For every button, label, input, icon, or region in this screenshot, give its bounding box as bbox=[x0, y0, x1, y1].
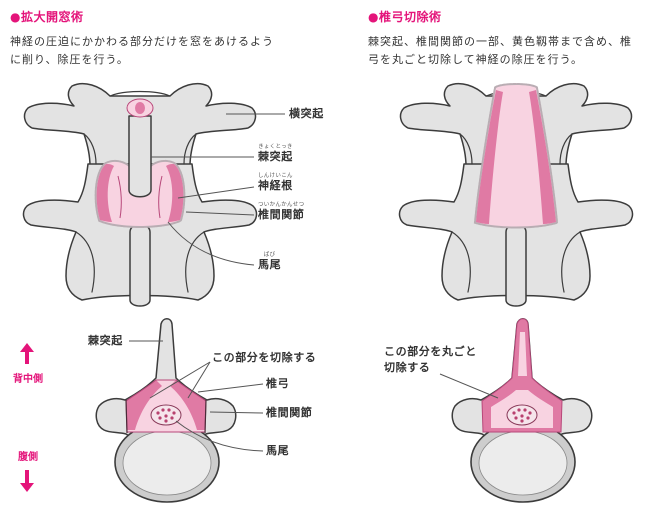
text-cauda-equina: 馬尾 bbox=[258, 258, 281, 271]
label-dorsal-side: 背中側 bbox=[8, 374, 48, 386]
right-title: ●椎弓切除術 bbox=[368, 10, 441, 24]
label-axial-facet-joint: 椎間関節 bbox=[266, 406, 312, 419]
label-facet-joint: ついかんかんせつ 椎間関節 bbox=[258, 202, 304, 221]
right-description-line-2: 弓を丸ごと切除して神経の除圧を行う。 bbox=[368, 53, 583, 67]
cauda-equina-right bbox=[507, 405, 537, 425]
label-whole-resection-line-1: この部分を丸ごと bbox=[384, 345, 477, 358]
left-description-line-2: に削り、除圧を行う。 bbox=[10, 53, 129, 67]
text-spinous-process: 棘突起 bbox=[258, 150, 293, 163]
label-cauda-equina: ばび 馬尾 bbox=[258, 252, 281, 271]
label-lamina: 椎弓 bbox=[266, 377, 289, 390]
text-facet-joint: 椎間関節 bbox=[258, 208, 304, 221]
upper-spinous-process bbox=[129, 116, 151, 197]
left-title: ●拡大開窓術 bbox=[10, 10, 83, 24]
arrow-down-icon bbox=[20, 470, 34, 492]
label-axial-spinous-process: 棘突起 bbox=[88, 334, 123, 347]
label-nerve-root: しんけいこん 神経根 bbox=[258, 173, 293, 192]
label-whole-resection-line-2: 切除する bbox=[384, 361, 430, 374]
label-ventral-side: 腹側 bbox=[8, 452, 48, 464]
posterior-view-fenestration bbox=[24, 84, 257, 306]
leader-resection-b bbox=[188, 362, 210, 398]
posterior-view-laminectomy bbox=[400, 84, 633, 306]
label-resection-note: この部分を切除する bbox=[212, 351, 316, 364]
arrow-up-icon bbox=[20, 343, 34, 364]
right-description-line-1: 棘突起、椎間関節の一部、黄色靱帯まで含め、椎 bbox=[368, 35, 632, 49]
text-nerve-root: 神経根 bbox=[258, 179, 293, 192]
label-axial-cauda-equina: 馬尾 bbox=[266, 444, 289, 457]
leader-lamina bbox=[198, 384, 263, 392]
label-spinous-process: きょくとっき 棘突起 bbox=[258, 144, 293, 163]
leader-whole-resection bbox=[440, 374, 498, 398]
left-description-line-1: 神経の圧迫にかかわる部分だけを窓をあけるよう bbox=[10, 35, 274, 49]
label-transverse-process: 横突起 bbox=[289, 107, 324, 120]
